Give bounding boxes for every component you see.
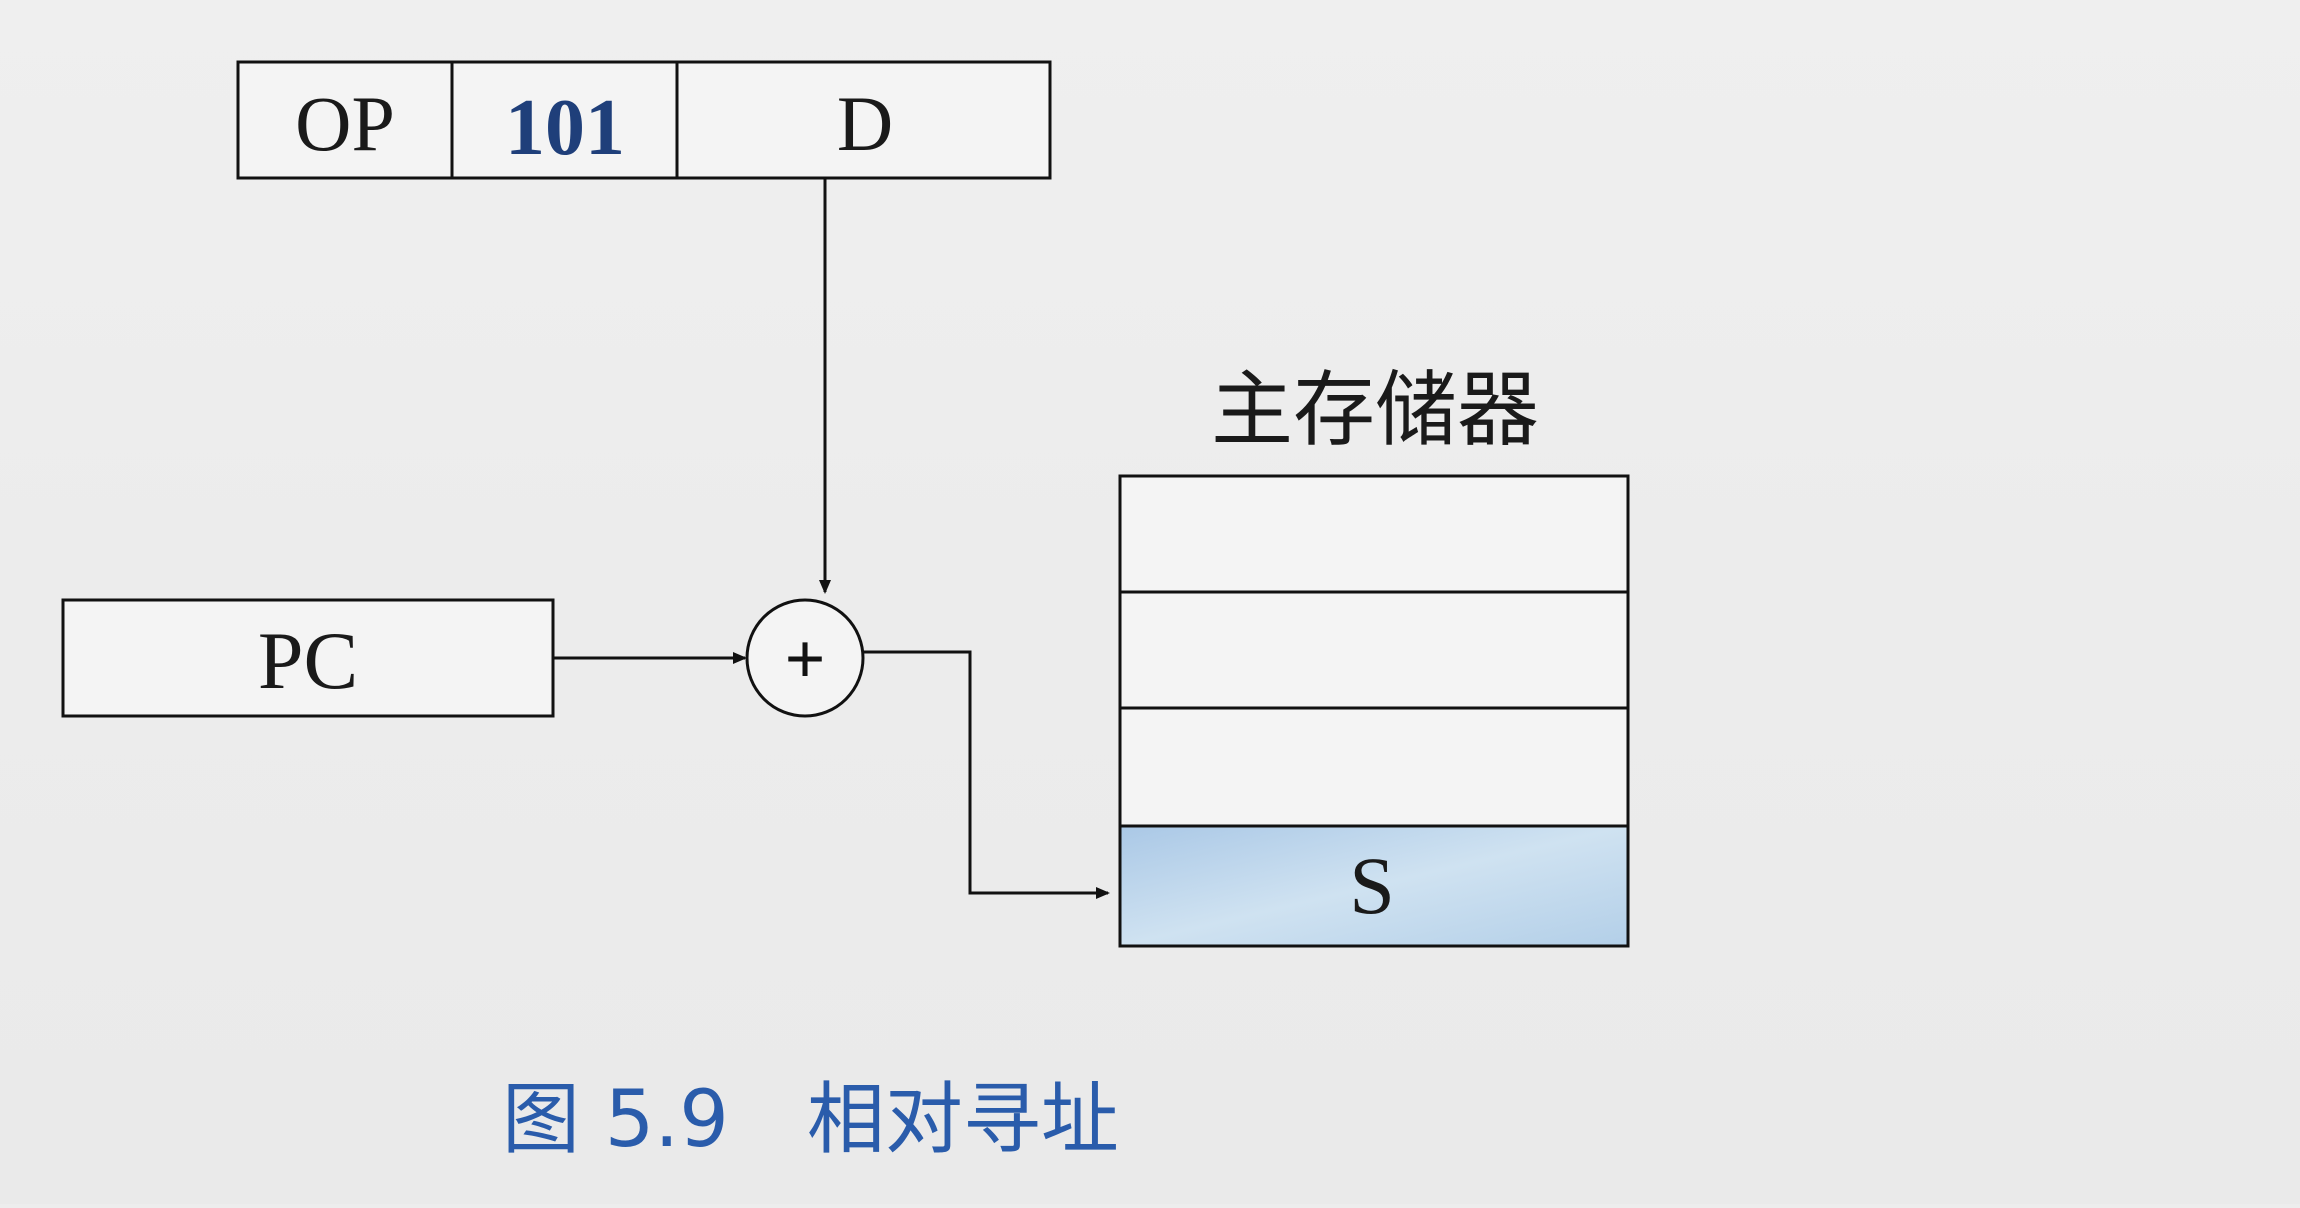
field-mode-label: 101 (505, 84, 625, 172)
memory-cell-s (1118, 824, 1630, 948)
pc-register-label: PC (258, 615, 358, 706)
figure-caption: 图 5.9 相对寻址 (502, 1075, 1119, 1165)
adder-circle (745, 598, 865, 718)
adder-to-memory-arrow (863, 650, 1110, 899)
memory-title: 主存储器 (1211, 365, 1539, 456)
field-op-label: OP (295, 80, 395, 167)
instruction-word-frame (236, 60, 1052, 180)
field-disp-label: D (837, 80, 893, 167)
main-memory: 主存储器 S (1118, 365, 1630, 948)
pc-register-frame (61, 598, 555, 718)
pc-register: PC (61, 598, 555, 718)
memory-cell-2 (1118, 590, 1630, 710)
memory-cell-3 (1118, 706, 1630, 828)
adder: + (745, 598, 865, 718)
memory-cell-1 (1118, 474, 1630, 594)
adder-symbol: + (784, 619, 825, 699)
instruction-word: OP 101 D (236, 60, 1052, 180)
memory-cell-s-label: S (1349, 840, 1395, 931)
